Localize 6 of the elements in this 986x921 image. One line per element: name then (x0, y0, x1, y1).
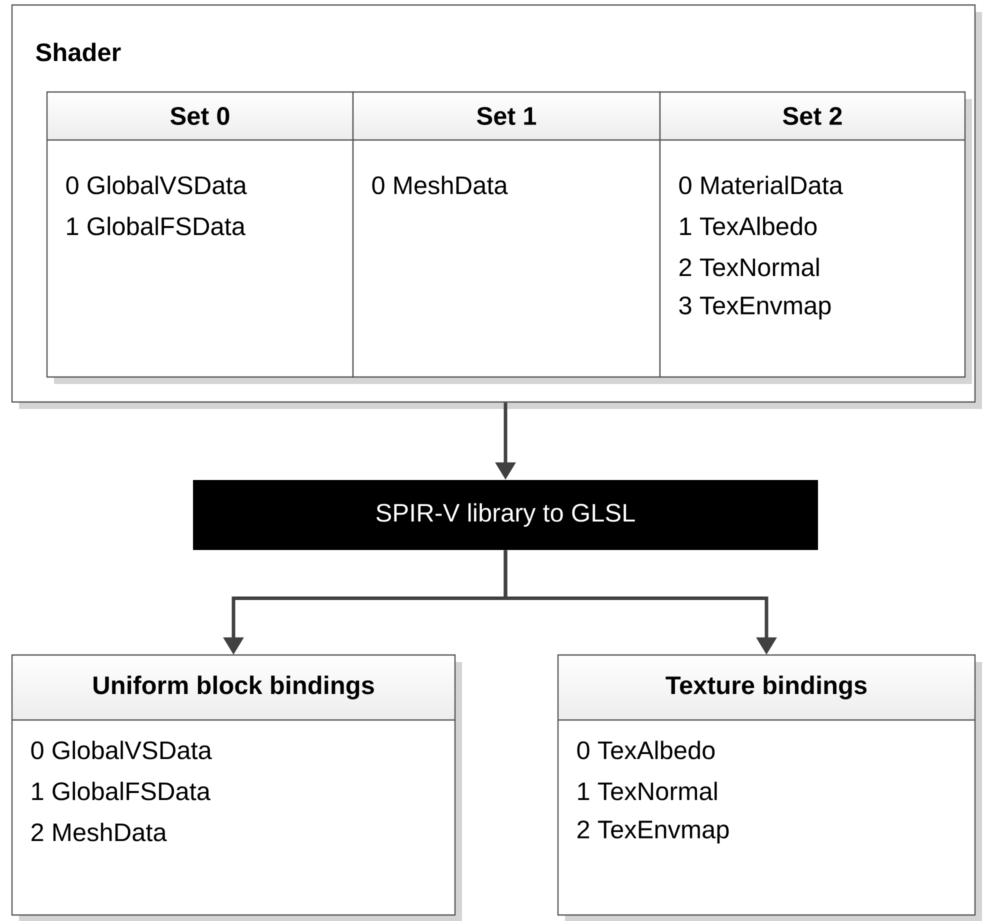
set-column: Set 1 0 MeshData (352, 91, 667, 384)
process-box: SPIR-V library to GLSL (193, 480, 818, 550)
bindings-box: Texture bindings 0 TexAlbedo 1 TexNormal 2 TexEnvmap (557, 654, 982, 921)
bindings-box: Uniform block bindings 0 GlobalVSData 1 GlobalFSData 2 MeshData (11, 654, 462, 921)
set-column: Set 2 0 MaterialData 1 TexAlbedo 2 TexNormal 3 TexEnvmap (659, 91, 972, 384)
set-column: Set 0 0 GlobalVSData 1 GlobalFSData (46, 91, 360, 384)
